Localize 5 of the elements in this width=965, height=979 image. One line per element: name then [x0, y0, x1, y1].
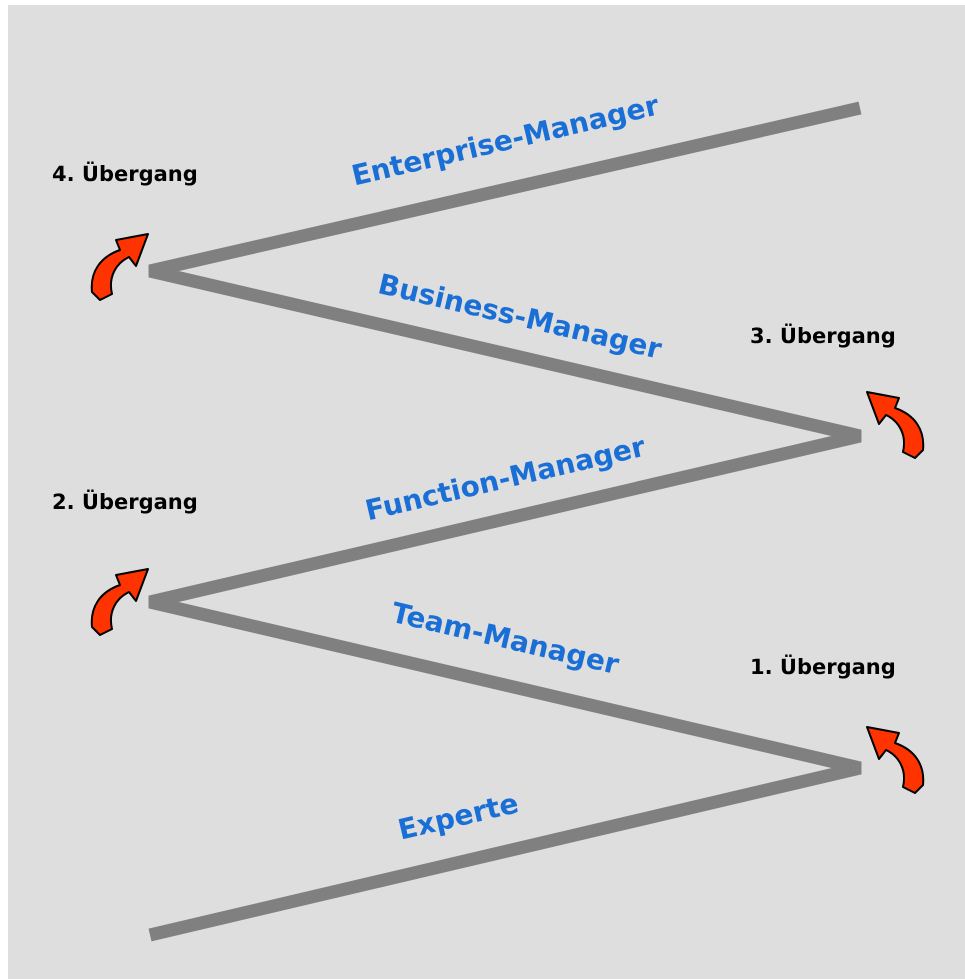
- transition-label: 4. Übergang: [52, 162, 198, 186]
- transition-label: 2. Übergang: [52, 490, 198, 514]
- transition-label: 3. Übergang: [750, 324, 896, 348]
- transition-label: 1. Übergang: [750, 655, 896, 679]
- stage-label: Experte: [394, 786, 522, 846]
